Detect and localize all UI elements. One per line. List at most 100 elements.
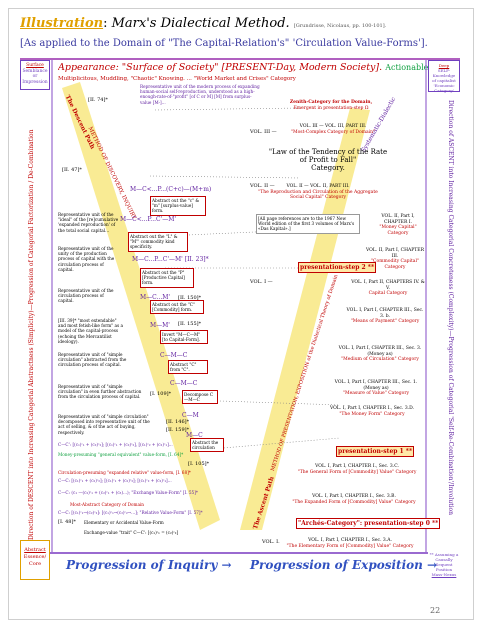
bottom-formula: Circulation-presuming "expanded relative… [58, 470, 191, 475]
category: VOL. I, Part I, CHAPTER I., Sec. 3.C. "T… [290, 464, 424, 475]
formula: M—C [186, 432, 203, 439]
category-sub: Category. [311, 164, 345, 172]
bottom-formula: C—C: [(c₁)ᶜ₁ + (c₂)ᶜ₂]; [(c₁)ᶜ₁ + (c₂)ᶜ₂… [58, 478, 172, 483]
page-number: 22 [430, 606, 441, 615]
formula: M—C...P...C'—M' [II. 23]* [132, 256, 209, 263]
category: VOL. II, Part I, CHAPTER III. "Commodity… [366, 248, 424, 270]
vol-label: VOL. I. [262, 539, 280, 545]
inner-box: Abstract the circulation [190, 438, 224, 453]
category: VOL. I, Part I, CHAPTER III., Sec. 1. (M… [326, 380, 426, 397]
abstract-label: Abstract [24, 547, 46, 553]
category: VOL. I, Part I, CHAPTER I., Sec. 3.B. "T… [284, 494, 424, 505]
formula: C—M—C [160, 352, 188, 359]
note-block: Representative unit of the modern proces… [140, 84, 260, 105]
knowledge-label: Knowledge [432, 73, 456, 78]
assumption-line: Mass-Nexus [431, 572, 457, 577]
category: VOL. III — VOL. III, PART III. "Most-Com… [278, 124, 388, 135]
category-label: VOL. II, Part I, CHAPTER III. [366, 248, 424, 259]
category-sub: Emergent in presentation-step Ω [293, 105, 369, 111]
deep-knowledge-box: Deep SELF- Knowledge of capitalist 'Econ… [428, 60, 460, 93]
tag-mid: [II. 150]* [178, 295, 202, 301]
category: VOL. II, Part I, CHAPTER I. "Money Capit… [372, 214, 424, 236]
category-sub: "The General Form of [Commodity] Value" … [297, 469, 417, 475]
bottom-formula: Exchange-value "trait" C—C': [(c₁)ᶜ₁ = (… [84, 530, 179, 535]
category-sub: "The Expanded Form of [Commodity] Value"… [292, 499, 416, 505]
bottom-formula: Money-presuming "general equivalent" val… [58, 452, 184, 457]
category: VOL. I, Part I, CHAPTER III., Sec. 3. b.… [344, 308, 426, 325]
tag-left: [II. 74]* [88, 97, 108, 103]
category-sub: "The Elementary Form of [Commodity] Valu… [286, 543, 414, 549]
title-lead: Illustration [20, 16, 104, 31]
category-sub: Capital Category [368, 291, 408, 296]
assumption-line: Sequent Position [435, 562, 453, 572]
category: Zenith-Category for the Domain, Emergent… [276, 100, 386, 111]
presentation-step-1: presentation-step 1 ** [336, 446, 415, 457]
category-label: Zenith-Category for the Domain, [289, 100, 373, 105]
category-label: VOL. I, Part I, CHAPTER III., Sec. 3. b. [346, 308, 424, 319]
category-label: VOL. I, Part I, CHAPTER III., Sec. 3. (M… [338, 346, 422, 357]
surface-box: Surface Semblance or Impression [20, 60, 50, 90]
note-block: Representative unit of "simple circulati… [58, 352, 127, 368]
category-sub: "The Money Form" Category [339, 411, 405, 417]
category-label: VOL. I, Part I, CHAPTER I., Sec. 3.A. [308, 538, 392, 543]
category-label: VOL. I, Part I, CHAPTER I., Sec. 3.B. [312, 494, 396, 499]
note-block: Representative unit of the unity of the … [58, 246, 115, 272]
category: VOL. I, Part I, CHAPTER III., Sec. 3. (M… [334, 346, 426, 363]
connector-line [149, 175, 301, 179]
category-sub: "Commodity Capital" Category [370, 259, 419, 270]
inner-box: Abstract out the "P" [Productive Capital… [140, 268, 194, 288]
inner-box: Decompose C—M—C [182, 390, 218, 405]
page-frame [8, 8, 474, 620]
tag-mid: [I. 109]* [150, 391, 172, 397]
inner-box: Abstract out the "C" [Commodity] form. [150, 300, 204, 315]
category: VOL. I, Part II, CHAPTERS IV. & V. Capit… [350, 280, 426, 297]
category-label: VOL. I, Part II, CHAPTERS IV. & V. [351, 280, 425, 291]
essence-label: Essence/ [23, 554, 47, 560]
presentation-step-2: presentation-step 2 ** [298, 262, 377, 273]
formula: C—M—C [170, 380, 198, 387]
appearance-text: Appearance: "Surface of Society" [PRESEN… [58, 62, 383, 73]
category: VOL. I, Part I, CHAPTER I., Sec. 3.D. "T… [320, 406, 424, 417]
appearance-header: Appearance: "Surface of Society" [PRESEN… [58, 62, 428, 74]
bottom-formula: Elementary or Accidental Value-Form [84, 520, 164, 525]
self-label: SELF- [437, 68, 451, 73]
tag-mid: [II. 146]* [166, 419, 190, 425]
abstract-essence-box: Abstract Essence/ Core [20, 540, 50, 580]
or-label: or [32, 74, 38, 79]
assumption-line: Causally [435, 557, 453, 562]
vol-label: VOL. I — [250, 279, 273, 285]
note-block: Representative unit of "simple circulati… [58, 414, 150, 435]
presentation-step-0: "Archés-Category": presentation-step 0 *… [296, 518, 441, 529]
category-label: VOL. I, Part I, CHAPTER I., Sec. 3.D. [329, 406, 414, 411]
title-cite: [Grundrisse, Nicolaus, pp. 100-101]. [293, 23, 387, 29]
category-label: VOL. II, Part I, CHAPTER I. [381, 214, 415, 225]
formula: M—C<...P...C'—M' [120, 216, 177, 223]
category-label: "Law of the Tendency of the Rate of Prof… [268, 148, 388, 164]
category-label: VOL. II — VOL. II, PART III. [286, 184, 350, 189]
bottom-divider [20, 552, 428, 554]
inner-box: Abstract out the "c" & "m" [surplus-valu… [150, 196, 206, 216]
assumption-note: ** Assuming a Causally Sequent Position … [428, 552, 460, 584]
formula: M—C<...P...(C+c)—(M+m) [130, 186, 212, 193]
progression-inquiry: Progression of Inquiry → [66, 558, 232, 572]
bottom-formula: C—C: [(c₁)ᶜ₁→(c₂)ᶜ₂]: [(c₁)ᶜ₁→(c₂)ᶜ₂→...… [58, 510, 203, 515]
tag-mid: [I. 105]* [188, 461, 210, 467]
page-reference-note: [All page references are to the 1967 New… [256, 214, 360, 234]
page-subtitle: [As applied to the Domain of "The Capita… [20, 38, 428, 49]
category-label: VOL. I, Part I, CHAPTER I., Sec. 3.C. [315, 464, 399, 469]
top-divider [20, 58, 460, 60]
core-label: Core [28, 561, 42, 567]
impression-label: Impression [22, 79, 48, 85]
inner-box: Invert "M—C—M" [to Capital-Form]. [160, 330, 208, 345]
inner-box: Abstract "C" from "C". [168, 360, 208, 375]
formula: M—M' [150, 322, 170, 329]
category: "Law of the Tendency of the Rate of Prof… [268, 148, 388, 172]
connector-line [189, 399, 341, 406]
category-label: VOL. I, Part I, CHAPTER III., Sec. 1. (M… [334, 380, 418, 391]
tag-left: [II. 47]* [62, 167, 82, 173]
bottom-formula: C—C': [(c₁)ᶜ₁ + (c₂)ᶜ₂]; [(c₁)ᶜ₁ + (c₂)ᶜ… [58, 442, 173, 447]
vol-label: VOL. III — [250, 129, 277, 135]
note-block: Representative unit of the circulation p… [58, 288, 114, 304]
actionable-text: Actionable, Systematic Comprehension. [385, 63, 428, 72]
category-sub: "Medium of Circulation" Category [341, 357, 419, 362]
